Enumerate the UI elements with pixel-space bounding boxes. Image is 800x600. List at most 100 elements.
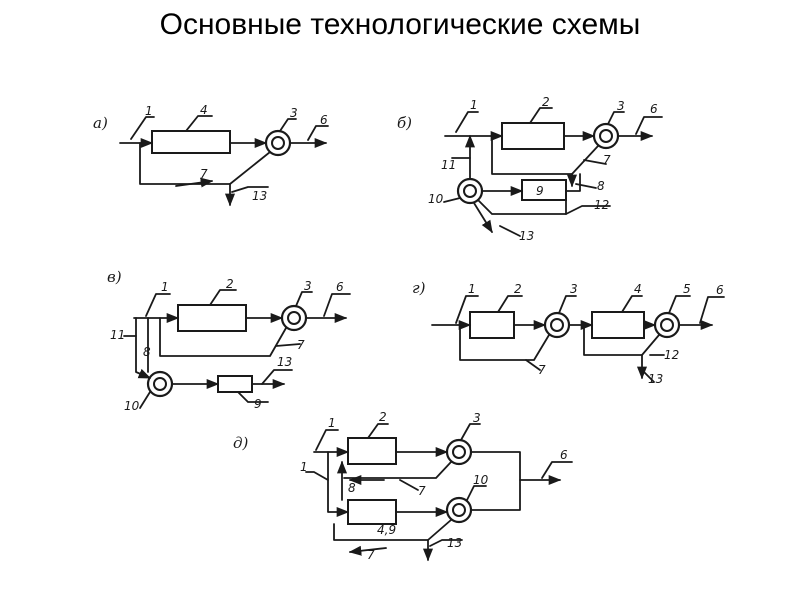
scheme-v-leader-6	[323, 293, 351, 317]
scheme-v-label-9: 9	[254, 397, 262, 411]
scheme-v-label-11: 11	[110, 328, 125, 342]
scheme-d-leader-3	[460, 423, 481, 441]
scheme-b: б) 1 2 3 6 11 7 8	[397, 95, 663, 243]
scheme-b-recycle-line	[491, 135, 573, 175]
scheme-g-leader-13	[643, 371, 655, 383]
scheme-d-leader-2	[367, 423, 389, 439]
scheme-v: в) 1 2 3 6 11 8 7 13 10	[107, 268, 351, 413]
scheme-d-recycle-line	[333, 519, 452, 541]
scheme-b-line-12	[477, 199, 567, 215]
scheme-v-leader-1	[145, 293, 171, 317]
scheme-d-leader-7a	[399, 479, 419, 491]
scheme-d-leader-13	[429, 539, 463, 547]
scheme-a-label-7: 7	[200, 167, 208, 181]
scheme-g-leader-6	[699, 296, 725, 324]
scheme-v-leader-2	[209, 289, 237, 306]
scheme-d-label-7a: 7	[418, 484, 426, 498]
scheme-b-link-9-up	[565, 173, 581, 192]
scheme-a-box-4	[151, 130, 231, 154]
scheme-g-separator-5	[653, 311, 681, 339]
scheme-d-combine-line	[470, 451, 521, 511]
scheme-b-label-2: 2	[542, 95, 550, 109]
scheme-g-label-7: 7	[538, 363, 546, 377]
scheme-d-feed-branch	[327, 451, 350, 518]
scheme-a-letter: а)	[93, 114, 108, 132]
scheme-g-label-13: 13	[648, 372, 663, 386]
scheme-g-letter: г)	[412, 279, 426, 297]
scheme-g-label-6: 6	[716, 283, 724, 297]
scheme-v-label-8: 8	[143, 345, 151, 359]
scheme-d-leader-6	[541, 461, 573, 479]
scheme-v-separator-3	[280, 304, 308, 332]
scheme-d-label-1b: 1	[300, 460, 308, 474]
scheme-g-separator-3	[543, 311, 571, 339]
scheme-d-label-4-9: 4,9	[377, 523, 396, 537]
scheme-d: д) 1 2 3 1 6 8 7	[233, 410, 573, 562]
scheme-b-label-13: 13	[519, 229, 534, 243]
scheme-d-box-4-9	[347, 499, 397, 525]
scheme-b-label-6: 6	[650, 102, 658, 116]
scheme-v-recycle-line	[159, 317, 287, 357]
scheme-b-letter: б)	[397, 114, 412, 132]
scheme-b-leader-12	[565, 205, 611, 215]
scheme-b-label-11: 11	[441, 158, 456, 172]
scheme-b-label-8: 8	[597, 179, 605, 193]
scheme-a-label-4: 4	[200, 103, 208, 117]
scheme-b-leader-6	[635, 116, 663, 135]
scheme-d-leader-1a	[315, 429, 339, 451]
scheme-a-leader-13	[231, 186, 269, 193]
scheme-d-label-6: 6	[560, 448, 568, 462]
scheme-g-label-1: 1	[468, 282, 476, 296]
scheme-v-leader-9	[237, 391, 269, 403]
scheme-b-leader-10	[443, 197, 461, 203]
scheme-g-recycle-line-7	[459, 324, 550, 361]
scheme-a-label-13: 13	[252, 189, 267, 203]
scheme-b-box-9	[521, 179, 567, 201]
scheme-g: г) 1 2 3 4 5 6 7 12 1	[412, 279, 725, 386]
scheme-d-label-7b: 7	[367, 548, 375, 562]
scheme-v-leader-3	[295, 291, 313, 307]
scheme-v-label-7: 7	[297, 338, 305, 352]
scheme-b-box-2	[501, 122, 565, 150]
scheme-a-return-diagonal	[229, 151, 271, 185]
scheme-g-label-5: 5	[683, 282, 691, 296]
scheme-d-label-3: 3	[473, 411, 481, 425]
scheme-g-leader-3	[558, 295, 577, 314]
scheme-g-box-4	[591, 311, 645, 339]
scheme-v-separator-10	[146, 370, 174, 398]
scheme-b-label-10: 10	[428, 192, 444, 206]
scheme-b-leader-1	[455, 111, 479, 133]
scheme-v-label-3: 3	[304, 279, 312, 293]
scheme-a-leader-3	[279, 118, 297, 132]
scheme-v-label-13: 13	[277, 355, 292, 369]
page-title: Основные технологические схемы	[159, 8, 641, 41]
scheme-a-leader-1	[130, 116, 155, 140]
scheme-a-label-6: 6	[320, 113, 328, 127]
scheme-g-recycle-line-12	[583, 324, 660, 356]
scheme-a: а) 1 4 3 6 7 13	[93, 103, 329, 207]
scheme-d-leader-10	[466, 485, 487, 501]
scheme-g-label-12: 12	[664, 348, 679, 362]
scheme-d-label-13: 13	[447, 536, 462, 550]
scheme-g-leader-1	[455, 295, 479, 324]
scheme-d-return-line-7a	[343, 461, 452, 479]
scheme-v-label-2: 2	[226, 277, 234, 291]
scheme-d-box-2	[347, 437, 397, 465]
scheme-b-leader-7	[583, 159, 607, 165]
scheme-d-label-8: 8	[348, 481, 356, 495]
scheme-a-recycle-line	[139, 142, 231, 185]
scheme-v-label-10: 10	[124, 399, 140, 413]
scheme-v-leader-7	[275, 343, 301, 347]
scheme-b-discharge-line	[473, 202, 493, 234]
scheme-g-leader-4	[621, 295, 643, 313]
scheme-d-letter: д)	[233, 434, 249, 452]
scheme-g-label-4: 4	[634, 282, 642, 296]
scheme-b-label-3: 3	[617, 99, 625, 113]
scheme-v-leader-10	[139, 391, 151, 409]
scheme-v-letter: в)	[107, 268, 122, 286]
scheme-b-leader-8	[575, 183, 597, 189]
scheme-v-label-6: 6	[336, 280, 344, 294]
scheme-b-label-7: 7	[603, 153, 611, 167]
scheme-b-leader-3	[607, 111, 625, 125]
